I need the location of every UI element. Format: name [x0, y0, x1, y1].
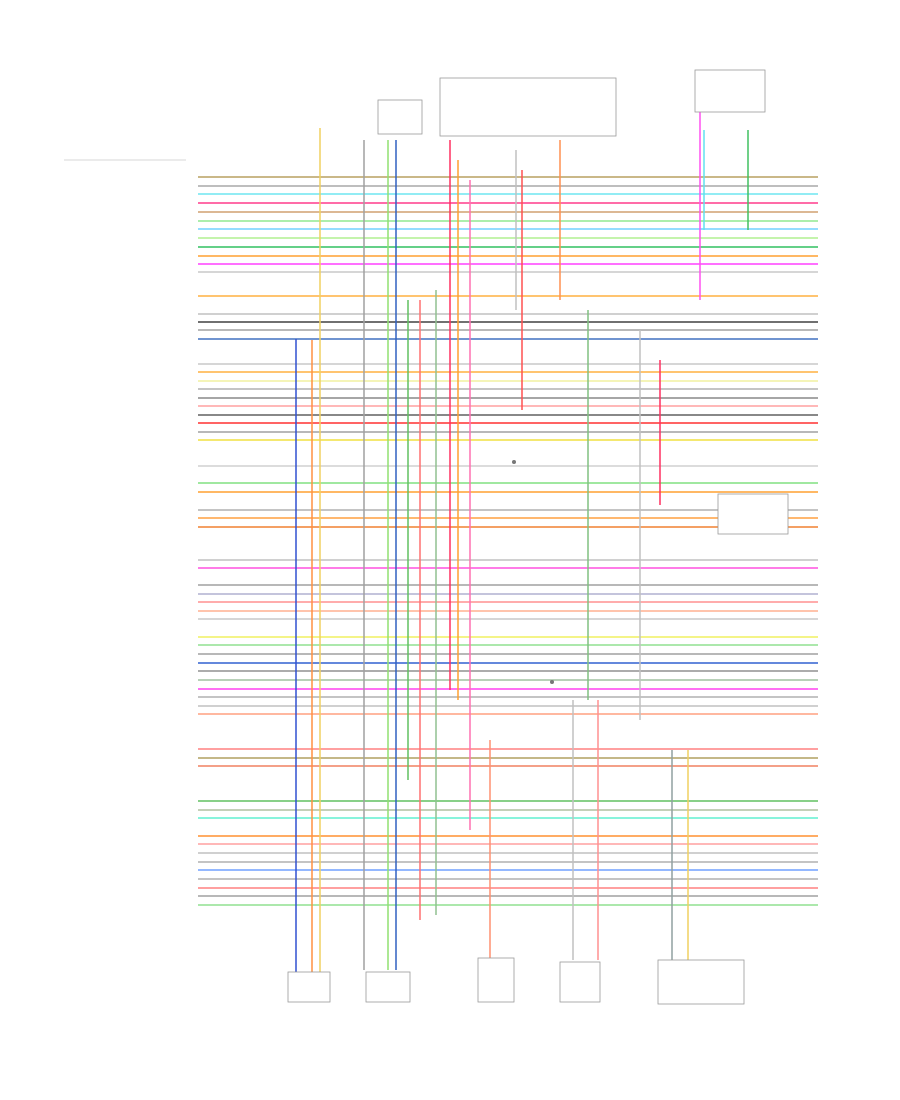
top-component-tr_range	[377, 99, 423, 135]
component-group	[287, 69, 789, 1005]
splice-dot-1	[512, 460, 516, 464]
top-component-ps_switch	[439, 77, 617, 137]
control-module	[717, 493, 789, 535]
vertical-wire-group	[295, 90, 749, 975]
bottom-component-3	[559, 961, 601, 1003]
splice-dot-2	[550, 680, 554, 684]
bottom-component-2	[477, 957, 515, 1003]
bottom-component-0	[287, 971, 331, 1003]
bottom-component-1	[365, 971, 411, 1003]
bottom-component-4	[657, 959, 745, 1005]
top-component-sensor_tr	[694, 69, 766, 113]
wire-group	[198, 176, 818, 906]
